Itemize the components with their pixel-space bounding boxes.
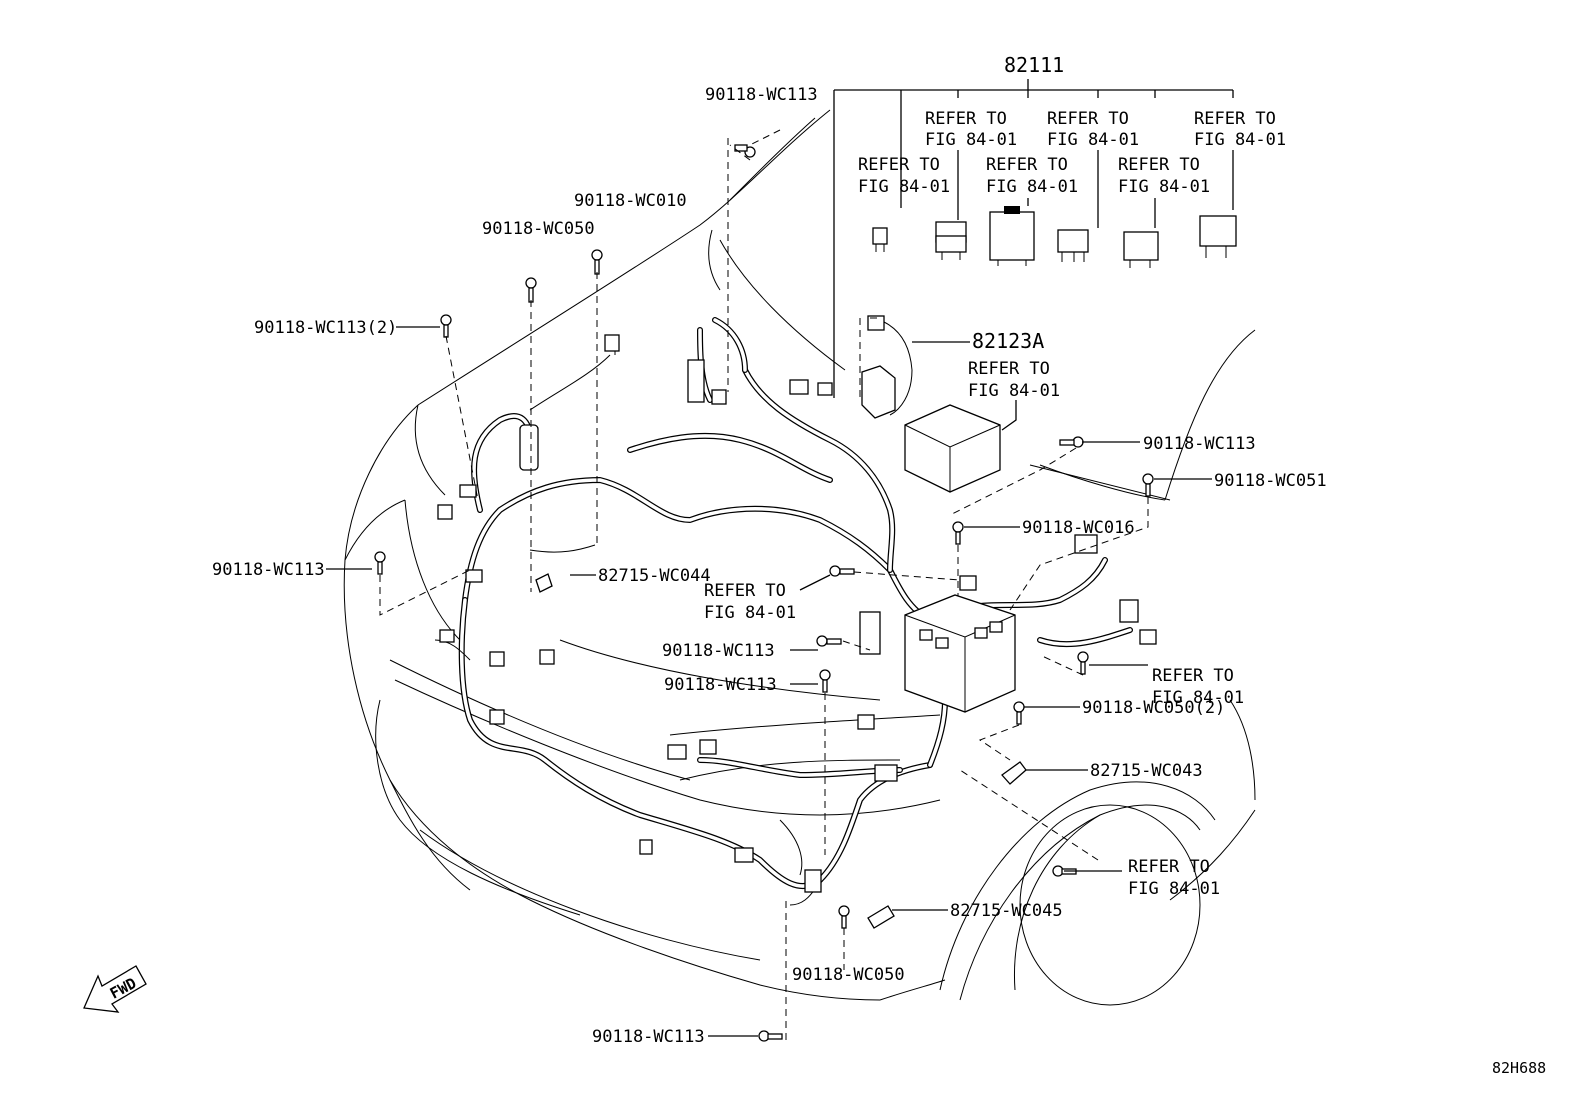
svg-text:REFER TO: REFER TO (1194, 109, 1276, 129)
part-number-label[interactable]: 90118-WC113 (662, 641, 775, 661)
svg-text:REFER TO: REFER TO (1128, 857, 1210, 877)
bolt-icon[interactable] (1059, 436, 1084, 448)
bolt-icon[interactable] (440, 314, 452, 338)
bolt-icon[interactable] (819, 669, 831, 693)
part-number-label[interactable]: 90118-WC051 (1214, 471, 1327, 491)
refer-label[interactable]: REFER TO FIG 84-01 (968, 359, 1060, 401)
svg-text:REFER TO: REFER TO (704, 581, 786, 601)
part-number-label[interactable]: 90118-WC050(2) (1082, 698, 1225, 718)
svg-text:REFER TO: REFER TO (1152, 666, 1234, 686)
part-number-label[interactable]: 90118-WC113 (592, 1027, 705, 1047)
refer-label[interactable]: REFER TO FIG 84-01 (1128, 857, 1220, 899)
bolt-icon[interactable] (1077, 651, 1089, 675)
svg-text:FIG 84-01: FIG 84-01 (858, 177, 950, 197)
refer-label[interactable]: REFER TO FIG 84-01 (1118, 155, 1210, 197)
svg-text:REFER TO: REFER TO (1118, 155, 1200, 175)
svg-text:FIG 84-01: FIG 84-01 (1128, 879, 1220, 899)
part-number-label[interactable]: 90118-WC016 (1022, 518, 1135, 538)
svg-text:REFER TO: REFER TO (986, 155, 1068, 175)
part-number-label[interactable]: 82123A (972, 329, 1044, 353)
refer-label[interactable]: REFER TO FIG 84-01 (1047, 109, 1139, 150)
part-number-label[interactable]: 90118-WC113(2) (254, 318, 397, 338)
bolt-icon[interactable] (734, 144, 756, 158)
engine-room-junction-block (859, 575, 1016, 713)
svg-text:FIG 84-01: FIG 84-01 (1194, 130, 1286, 150)
bolt-icon[interactable] (829, 565, 855, 577)
bolt-icon[interactable] (591, 249, 603, 275)
bolt-icons (374, 144, 1154, 1042)
bolt-icon[interactable] (758, 1030, 783, 1042)
svg-text:REFER TO: REFER TO (925, 109, 1007, 129)
refer-label[interactable]: REFER TO FIG 84-01 (858, 155, 950, 197)
bolt-icon[interactable] (1142, 473, 1154, 497)
bolt-icon[interactable] (374, 551, 386, 575)
leader-lines (326, 79, 1234, 1037)
part-labels: 82111 REFER TO FIG 84-01 REFER TO FIG 84… (212, 53, 1546, 1077)
refer-label[interactable]: REFER TO FIG 84-01 (704, 581, 796, 623)
figure-code: 82H688 (1492, 1059, 1546, 1077)
svg-text:FIG 84-01: FIG 84-01 (1152, 688, 1244, 708)
svg-text:FIG 84-01: FIG 84-01 (704, 603, 796, 623)
part-number-label[interactable]: 82715-WC044 (598, 566, 711, 586)
bolt-icon[interactable] (838, 905, 850, 929)
svg-text:FIG 84-01: FIG 84-01 (925, 130, 1017, 150)
part-number-label[interactable]: 90118-WC113 (705, 85, 818, 105)
part-number-label[interactable]: 90118-WC050 (792, 965, 905, 985)
bolt-icon[interactable] (816, 635, 842, 647)
refer-label[interactable]: REFER TO FIG 84-01 (1152, 666, 1244, 708)
part-number-label[interactable]: 90118-WC113 (664, 675, 777, 695)
dashed-guide-lines (379, 129, 1149, 1040)
relay-block-assembly (861, 315, 1001, 493)
relay-set (872, 206, 1237, 268)
vehicle-body-outline (343, 109, 1256, 1006)
svg-text:FIG 84-01: FIG 84-01 (986, 177, 1078, 197)
svg-text:FIG 84-01: FIG 84-01 (1118, 177, 1210, 197)
part-number-label[interactable]: 90118-WC050 (482, 219, 595, 239)
bolt-icon[interactable] (1013, 701, 1025, 725)
part-number-label[interactable]: 82715-WC043 (1090, 761, 1203, 781)
svg-text:REFER TO: REFER TO (1047, 109, 1129, 129)
refer-label[interactable]: REFER TO FIG 84-01 (925, 109, 1017, 150)
svg-text:REFER TO: REFER TO (858, 155, 940, 175)
bolt-icon[interactable] (525, 277, 537, 303)
part-number-label[interactable]: 90118-WC010 (574, 191, 687, 211)
svg-text:FIG 84-01: FIG 84-01 (1047, 130, 1139, 150)
part-number-label[interactable]: 82715-WC045 (950, 901, 1063, 921)
fwd-arrow-icon: FWD (83, 965, 147, 1013)
part-number-label[interactable]: 90118-WC113 (1143, 434, 1256, 454)
bolt-icon[interactable] (952, 521, 964, 545)
svg-text:FIG 84-01: FIG 84-01 (968, 381, 1060, 401)
harness-connectors (437, 334, 1157, 893)
engine-wire-harness (434, 317, 1133, 906)
svg-text:REFER TO: REFER TO (968, 359, 1050, 379)
main-part-number[interactable]: 82111 (1004, 53, 1064, 77)
refer-label[interactable]: REFER TO FIG 84-01 (986, 155, 1078, 197)
part-number-label[interactable]: 90118-WC113 (212, 560, 325, 580)
refer-label[interactable]: REFER TO FIG 84-01 (1194, 109, 1286, 150)
